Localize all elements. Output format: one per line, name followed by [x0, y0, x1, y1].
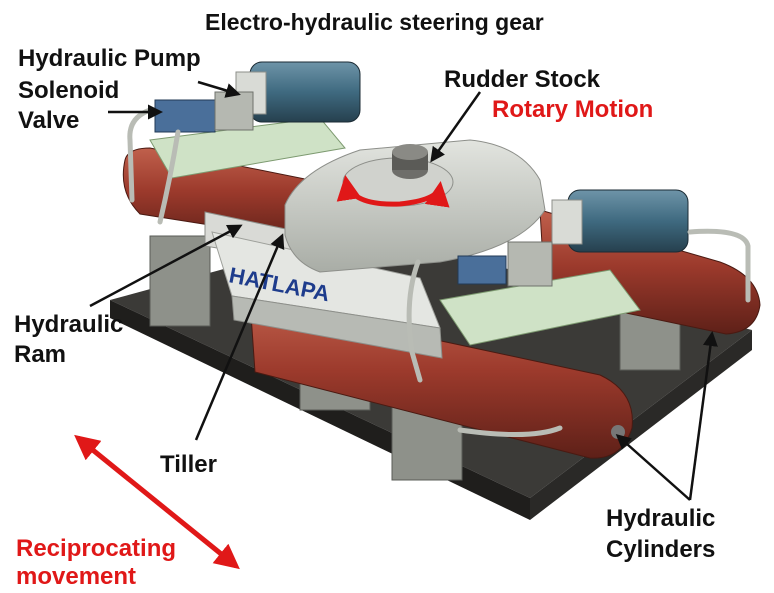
rotary-motion-arrow	[336, 175, 450, 208]
label-solenoid-line2: Valve	[18, 107, 80, 134]
label-hydraulic-cylinders-line2: Cylinders	[606, 536, 716, 563]
leader-tiller	[194, 233, 285, 441]
leader-cylinders-b	[688, 331, 718, 501]
label-rotary-motion: Rotary Motion	[492, 96, 654, 123]
solenoid-valve-block-left	[154, 91, 254, 133]
label-hydraulic-cylinders-line1: Hydraulic	[606, 505, 716, 532]
label-hydraulic-pump: Hydraulic Pump	[18, 45, 201, 72]
leader-cylinders-a	[615, 434, 691, 501]
label-hydraulic-ram-line2: Ram	[14, 341, 67, 368]
label-hydraulic-ram-line1: Hydraulic	[14, 311, 124, 338]
tiller-body	[284, 139, 546, 273]
diagram-title: Electro-hydraulic steering gear	[205, 9, 544, 35]
label-reciprocating-line2: movement	[16, 563, 137, 590]
leader-hydraulic-pump	[197, 80, 241, 98]
reciprocating-movement-arrow	[74, 434, 240, 570]
label-solenoid-line1: Solenoid	[18, 77, 120, 104]
leader-hydraulic-ram	[89, 224, 243, 308]
leader-rudder-stock	[430, 91, 482, 163]
electric-motor-right	[551, 189, 689, 253]
pump-unit-tray-left	[149, 117, 346, 179]
electric-motor-left	[235, 61, 361, 123]
label-leader-lines	[89, 80, 718, 501]
label-tiller: Tiller	[160, 451, 217, 478]
solenoid-valve-block-right	[457, 241, 553, 287]
label-rudder-stock: Rudder Stock	[444, 66, 601, 93]
pump-unit-tray-right	[439, 269, 641, 346]
label-reciprocating-line1: Reciprocating	[16, 535, 177, 562]
